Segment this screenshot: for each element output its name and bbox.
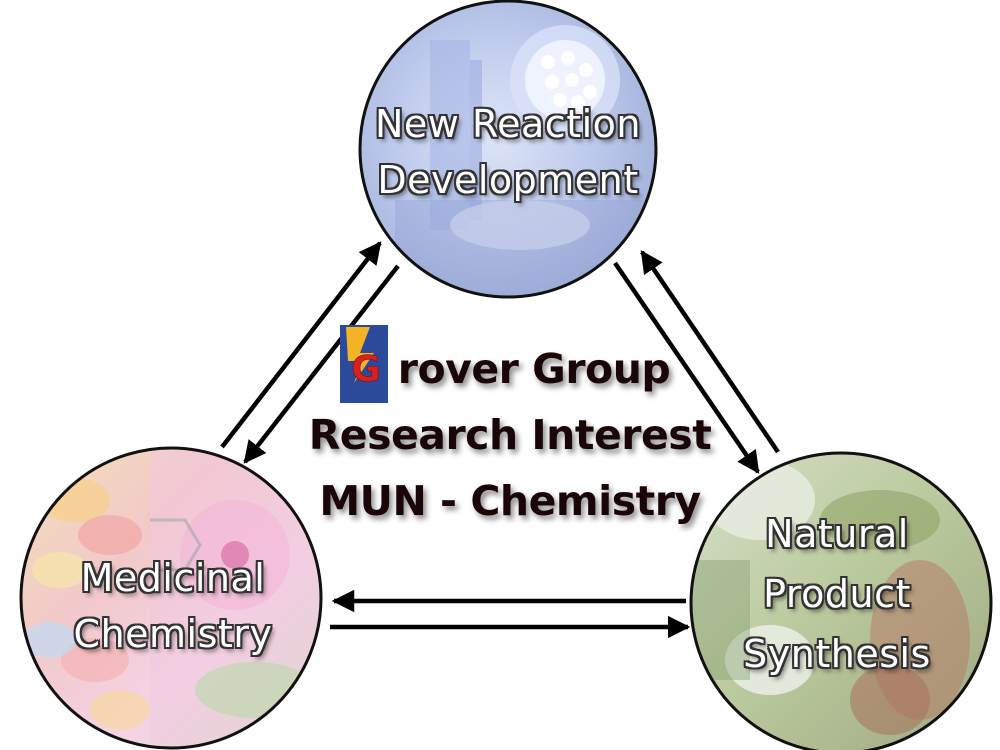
center-title-line-3: MUN - Chemistry [319, 477, 701, 525]
arrows [220, 241, 780, 639]
label-line: Medicinal [80, 556, 266, 600]
center-title-line-1: rover Group [397, 345, 671, 393]
label-line: New Reaction [374, 102, 641, 146]
label-line: Synthesis [743, 632, 931, 676]
center-title: rover Group Research Interest MUN - Chem… [290, 336, 730, 534]
arrow-reaction-to-medicinal [243, 264, 400, 464]
node-label-new-reaction-development: New Reaction Development [358, 96, 658, 208]
node-label-medicinal-chemistry: Medicinal Chemistry [18, 550, 328, 662]
node-label-natural-product-synthesis: Natural Product Synthesis [692, 504, 982, 684]
arrow-reaction-to-natural [613, 261, 760, 474]
arrow-natural-to-reaction [640, 250, 780, 454]
label-line: Development [377, 158, 639, 202]
label-line: Natural [765, 512, 909, 556]
center-title-line-2: Research Interest [308, 411, 712, 459]
label-line: Product [763, 572, 911, 616]
label-line: Chemistry [73, 612, 273, 656]
logo-letter: G [351, 349, 381, 390]
lightning-bolt-g-logo-icon: G [340, 325, 388, 403]
arrow-medicinal-to-reaction [220, 241, 382, 449]
